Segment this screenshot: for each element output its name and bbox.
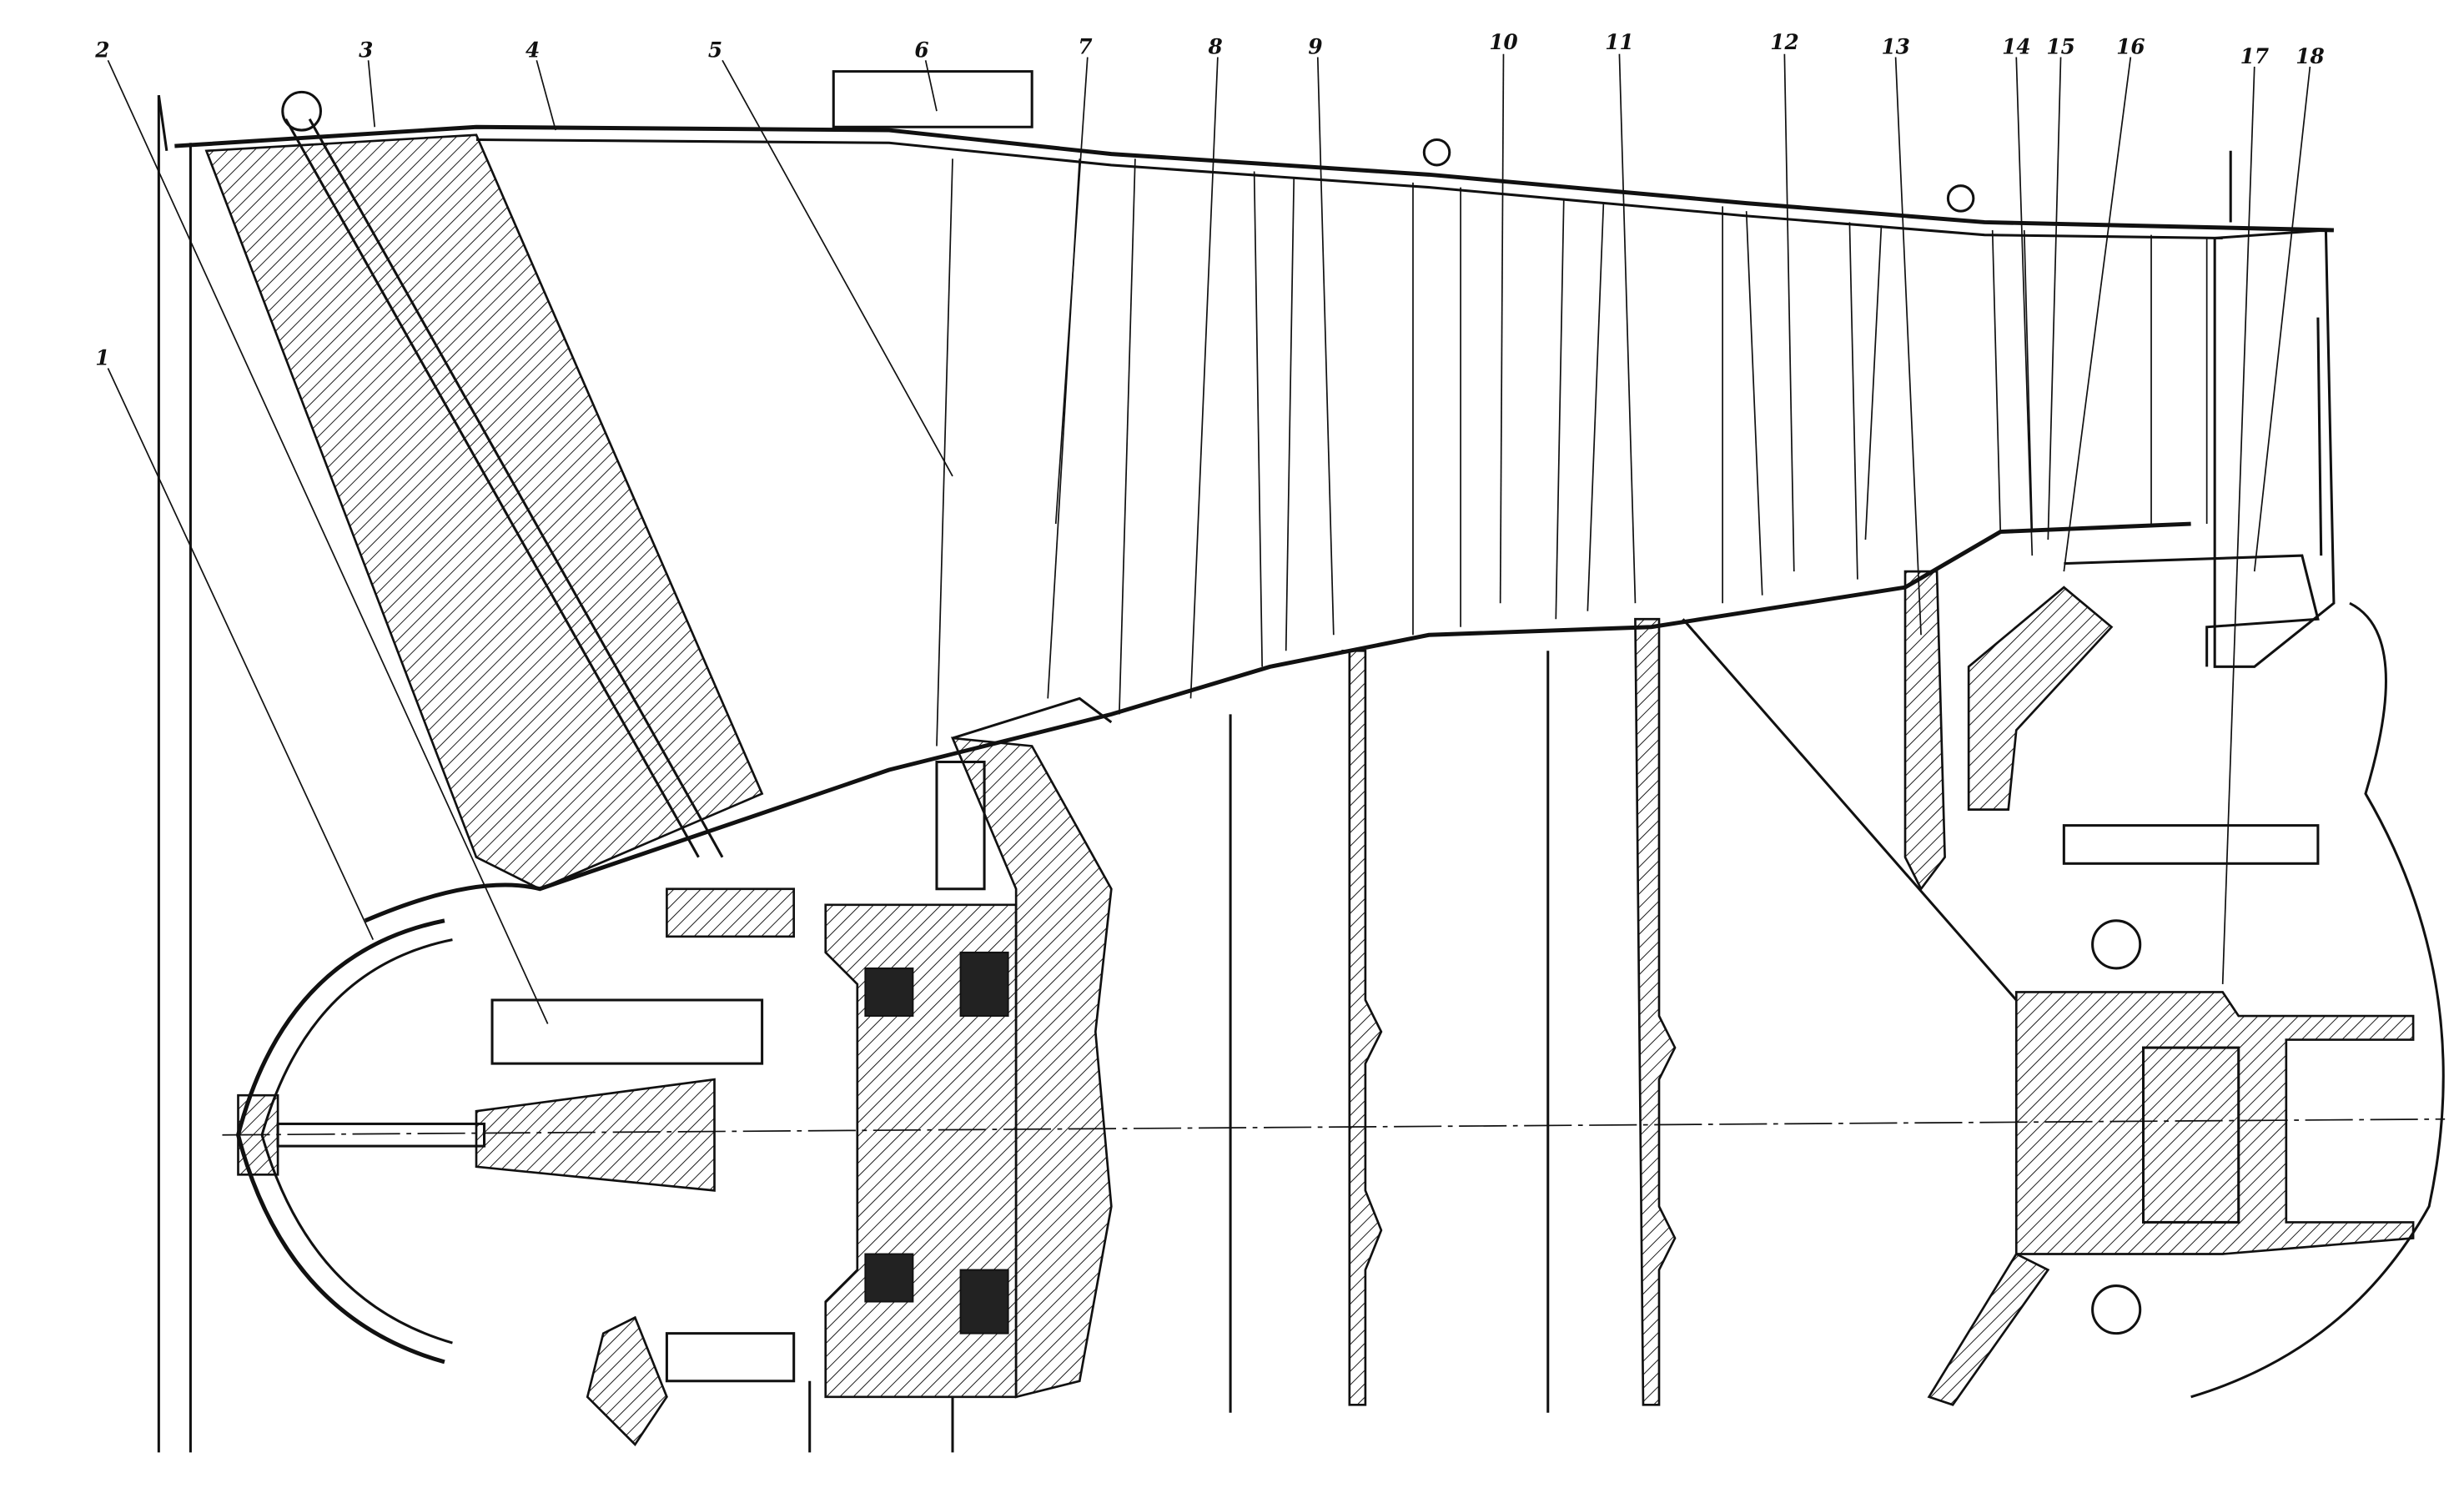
- callout-labels: 1 2 3 4 5 6 7 8 9 10 11 12 13 14 15 16 1…: [94, 30, 2324, 370]
- front-bearing-housing: [824, 760, 1018, 1399]
- callout-11: 11: [1605, 30, 1633, 54]
- callout-13: 13: [1881, 35, 1909, 59]
- callout-12: 12: [1770, 30, 1798, 54]
- callout-leader-lines: [107, 53, 2311, 1024]
- nose-cone: [235, 918, 453, 1365]
- callout-1: 1: [95, 346, 109, 370]
- callout-8: 8: [1207, 35, 1222, 59]
- callout-15: 15: [2046, 35, 2074, 59]
- inlet-frame: [157, 94, 192, 1453]
- outer-casing: [174, 70, 2334, 239]
- first-stage-disk: [950, 736, 1113, 1399]
- callout-10: 10: [1489, 30, 1517, 54]
- callout-6: 6: [914, 38, 928, 63]
- callout-2: 2: [94, 38, 109, 63]
- rear-shaft-and-bearing: [1927, 554, 2445, 1406]
- compressor-disks: [1229, 570, 2018, 1413]
- callout-16: 16: [2116, 35, 2145, 59]
- front-shaft: [276, 887, 796, 1192]
- callout-17: 17: [2240, 44, 2269, 68]
- callout-3: 3: [359, 38, 373, 63]
- lower-structure: [586, 1315, 954, 1453]
- callout-9: 9: [1308, 35, 1322, 59]
- callout-7: 7: [1078, 35, 1092, 59]
- callout-14: 14: [2002, 35, 2030, 59]
- inlet-guide-vane-struts: [204, 118, 764, 891]
- exit-guide-vane: [2213, 229, 2336, 668]
- callout-4: 4: [525, 38, 540, 63]
- hub-inner-wall: [364, 521, 2191, 923]
- callout-18: 18: [2296, 44, 2324, 68]
- callout-5: 5: [708, 38, 722, 63]
- stage-blades: [936, 158, 2208, 746]
